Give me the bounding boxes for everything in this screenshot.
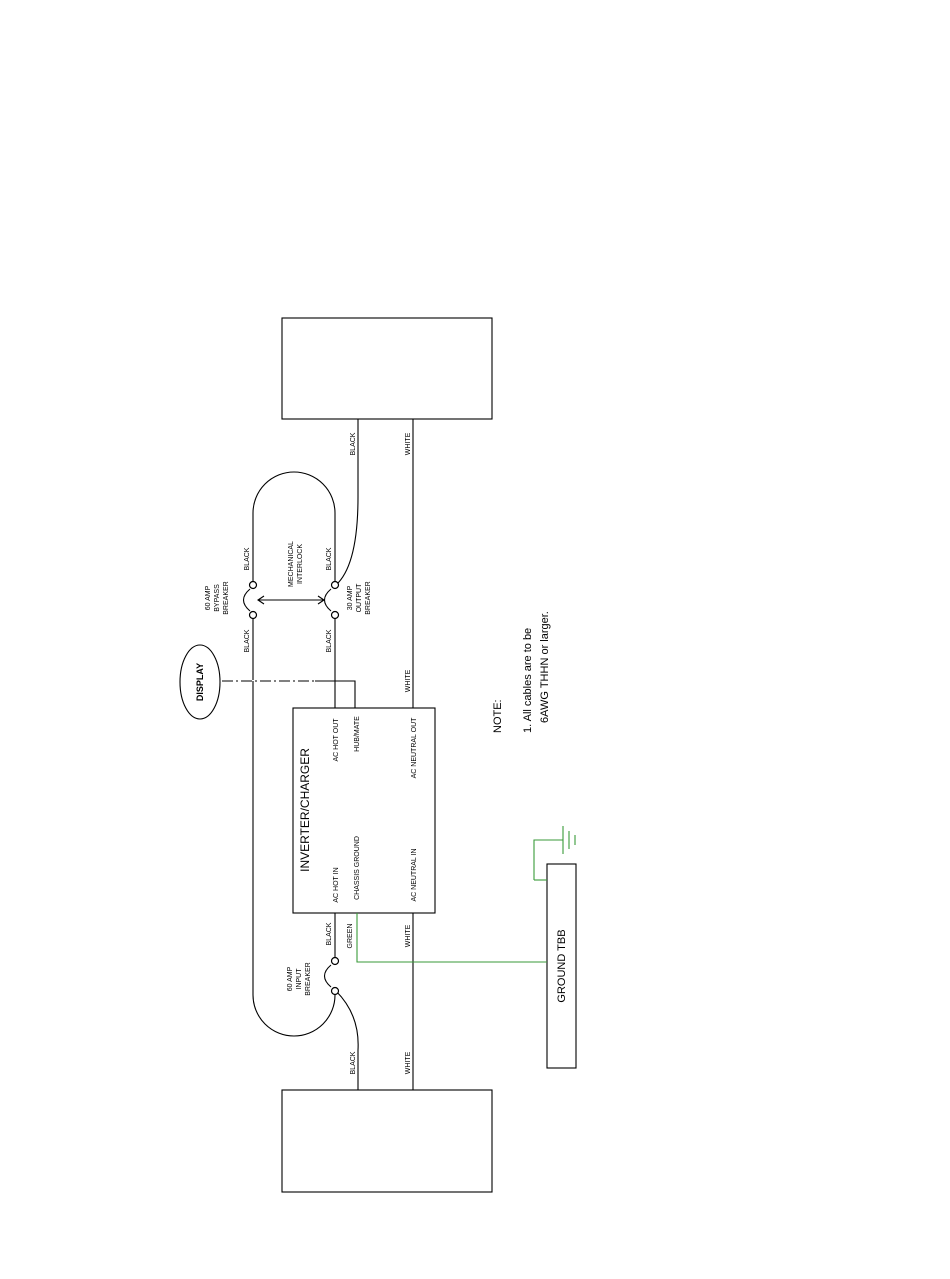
inverter-title: INVERTER/CHARGER xyxy=(298,748,312,872)
output-breaker-to-panel-wire xyxy=(335,496,359,586)
interlock-label-1: MECHANICAL xyxy=(288,541,295,587)
output-breaker-label-3: BREAKER xyxy=(365,581,372,614)
output-top-black-label: BLACK xyxy=(326,547,333,570)
port-ac-neutral-in: AC NEUTRAL IN xyxy=(411,848,418,901)
bypass-bottom-loop-wire xyxy=(252,681,336,1037)
output-breaker-arc xyxy=(323,588,332,612)
bypass-breaker-label-2: BYPASS xyxy=(214,584,221,612)
ac-output-panel-box xyxy=(281,317,493,420)
display-label: DISPLAY xyxy=(195,663,205,701)
output-neutral-white-label: WHITE xyxy=(405,669,412,692)
port-ac-hot-in: AC HOT IN xyxy=(333,867,340,902)
display-oval xyxy=(179,644,221,720)
input-black-wire-label: BLACK xyxy=(326,922,333,945)
input-breaker-bottom-terminal xyxy=(330,986,340,996)
ground-tbb-label: GROUND TBB xyxy=(556,929,568,1002)
note-title: NOTE: xyxy=(492,699,504,733)
input-breaker-label-3: BREAKER xyxy=(305,962,312,995)
input-panel-white-label: WHITE xyxy=(405,1051,412,1074)
note-line-2: 6AWG THHN or larger. xyxy=(539,611,551,723)
bypass-breaker-label-1: 60 AMP xyxy=(205,585,212,610)
output-black-wire-label: BLACK xyxy=(350,432,357,455)
bypass-top-black-label: BLACK xyxy=(244,547,251,570)
input-breaker-label-1: 60 AMP xyxy=(287,966,294,991)
inverter-charger-box xyxy=(292,707,436,914)
interlock-arrowhead-left xyxy=(257,595,265,605)
port-ac-hot-out: AC HOT OUT xyxy=(333,718,340,762)
port-hub-mate: HUB/MATE xyxy=(354,716,361,752)
input-neutral-white-label: WHITE xyxy=(405,924,412,947)
output-white-wire-label: WHITE xyxy=(405,432,412,455)
input-breaker-to-panel-wire xyxy=(335,990,359,1090)
bypass-breaker-arc xyxy=(242,588,251,612)
port-chassis-ground: CHASSIS GROUND xyxy=(354,836,361,900)
green-wire-label: GREEN xyxy=(347,924,354,949)
ac-input-panel-box xyxy=(281,1089,493,1193)
interlock-arrowhead-right xyxy=(317,595,325,605)
output-breaker-top-terminal xyxy=(330,580,340,590)
output-breaker-bottom-terminal xyxy=(330,610,340,620)
bypass-breaker-bottom-terminal xyxy=(248,610,258,620)
output-bottom-black-label: BLACK xyxy=(326,629,333,652)
output-breaker-label-1: 30 AMP xyxy=(347,585,354,610)
input-panel-black-label: BLACK xyxy=(350,1051,357,1074)
input-breaker-arc xyxy=(323,964,332,988)
chassis-ground-green-wire xyxy=(356,913,547,963)
ground-tbb-box xyxy=(546,863,577,1069)
bypass-bottom-black-label: BLACK xyxy=(244,629,251,652)
interlock-label-2: INTERLOCK xyxy=(297,544,304,584)
bypass-loop-wire xyxy=(252,471,336,585)
input-breaker-top-terminal xyxy=(330,956,340,966)
input-breaker-label-2: INPUT xyxy=(296,968,303,990)
bypass-breaker-label-3: BREAKER xyxy=(223,581,230,614)
tbb-to-earth-green-wire xyxy=(533,839,563,880)
hub-mate-wire xyxy=(315,680,356,708)
output-breaker-label-2: OUTPUT xyxy=(356,583,363,613)
note-line-1: 1. All cables are to be xyxy=(522,628,534,733)
bypass-breaker-top-terminal xyxy=(248,580,258,590)
port-ac-neutral-out: AC NEUTRAL OUT xyxy=(411,717,418,779)
